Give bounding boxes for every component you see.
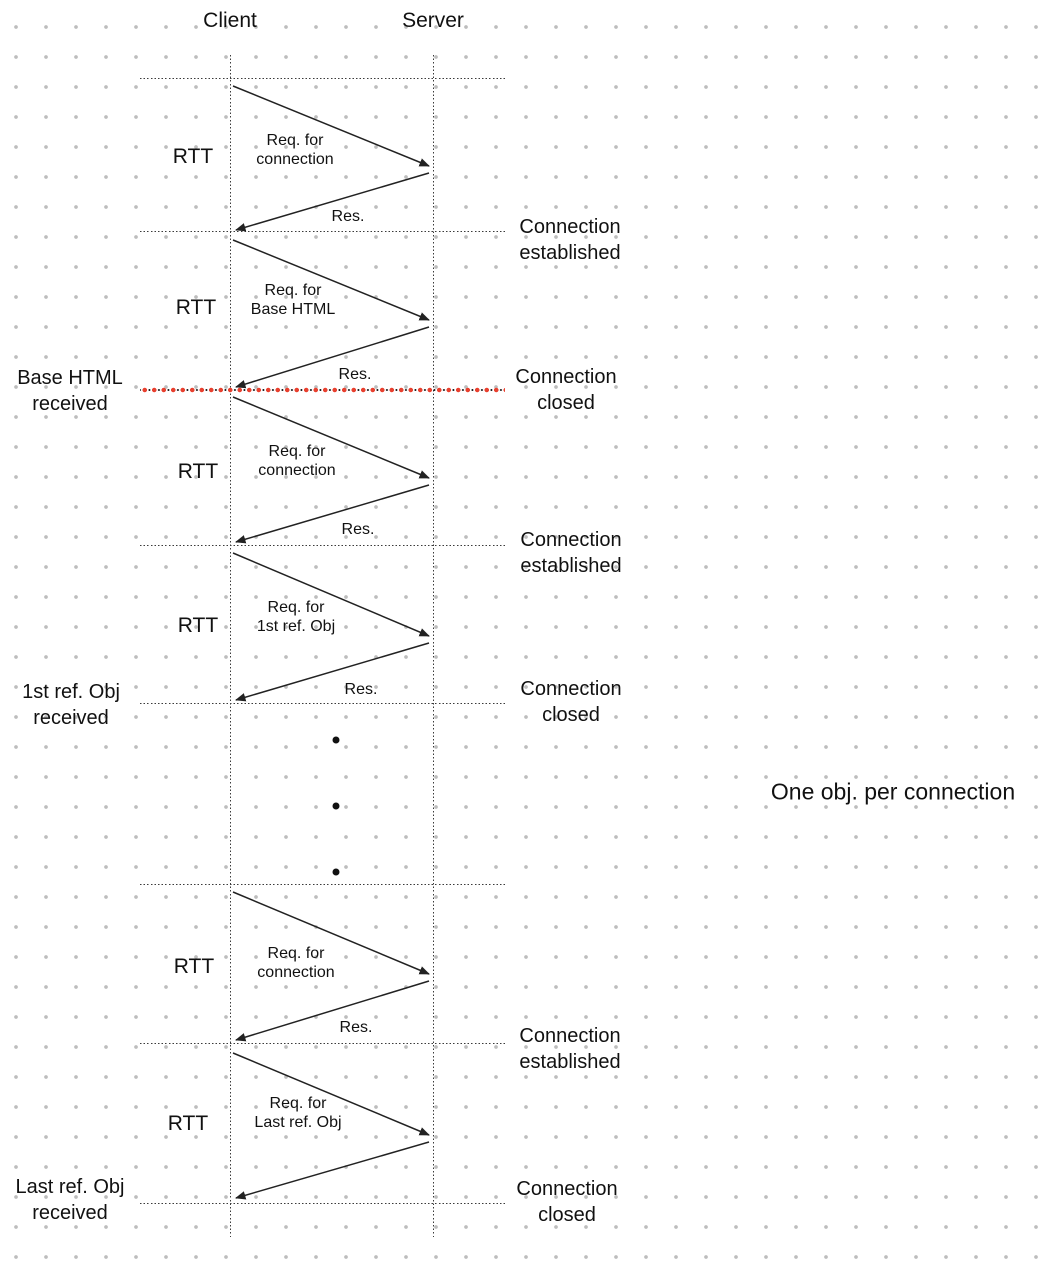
request-label-1: Req. for connection xyxy=(256,132,334,168)
request-arrow-6 xyxy=(232,1052,430,1136)
event-line-start xyxy=(140,78,505,79)
right-event-label-6: Connection closed xyxy=(516,1178,618,1226)
request-arrow-2 xyxy=(232,239,430,321)
response-label-1: Res. xyxy=(331,208,365,225)
right-event-label-2: Connection closed xyxy=(515,366,617,414)
response-label-2: Res. xyxy=(338,366,372,383)
rtt-label-5: RTT xyxy=(173,955,215,978)
event-line-conn1-closed-red xyxy=(140,387,505,393)
event-line-connN-established xyxy=(140,1043,505,1044)
ellipsis-dot-2 xyxy=(332,802,340,810)
response-arrow-4 xyxy=(235,642,430,702)
event-line-connN-closed xyxy=(140,1203,505,1204)
request-arrow-1 xyxy=(232,85,430,167)
event-line-conn2-closed xyxy=(140,703,505,704)
left-event-label-6: Last ref. Obj received xyxy=(15,1176,125,1224)
ellipsis-dot-3 xyxy=(332,868,340,876)
ellipsis-dot-1 xyxy=(332,736,340,744)
request-label-6: Req. for Last ref. Obj xyxy=(254,1095,342,1131)
request-arrow-3 xyxy=(232,396,430,479)
right-event-label-4: Connection closed xyxy=(520,678,622,726)
request-arrow-5 xyxy=(232,891,430,975)
rtt-label-3: RTT xyxy=(177,460,219,483)
client-lifeline xyxy=(230,55,231,1237)
rtt-label-2: RTT xyxy=(175,296,217,319)
response-label-5: Res. xyxy=(339,1019,373,1036)
left-event-label-2: Base HTML received xyxy=(17,367,123,415)
right-event-label-5: Connection established xyxy=(519,1025,621,1073)
response-label-3: Res. xyxy=(341,521,375,538)
rtt-label-4: RTT xyxy=(177,614,219,637)
right-event-label-1: Connection established xyxy=(519,216,621,264)
annotation-one-obj-per-connection: One obj. per connection xyxy=(770,778,1016,805)
request-label-2: Req. for Base HTML xyxy=(250,282,336,318)
left-event-label-4: 1st ref. Obj received xyxy=(22,681,120,729)
event-line-ellipsis-end xyxy=(140,884,505,885)
request-label-5: Req. for connection xyxy=(257,945,335,981)
response-arrow-1 xyxy=(235,172,430,232)
request-label-3: Req. for connection xyxy=(258,443,336,479)
response-arrow-2 xyxy=(235,326,430,389)
rtt-label-6: RTT xyxy=(167,1112,209,1135)
response-arrow-6 xyxy=(235,1141,430,1200)
rtt-label-1: RTT xyxy=(172,145,214,168)
client-header: Client xyxy=(203,9,257,32)
event-line-conn1-established xyxy=(140,231,505,232)
request-label-4: Req. for 1st ref. Obj xyxy=(256,599,336,635)
response-arrow-5 xyxy=(235,980,430,1042)
server-header: Server xyxy=(402,9,464,32)
response-arrow-3 xyxy=(235,484,430,544)
right-event-label-3: Connection established xyxy=(520,529,622,577)
server-lifeline xyxy=(433,55,434,1237)
event-line-conn2-established xyxy=(140,545,505,546)
request-arrow-4 xyxy=(232,552,430,637)
response-label-4: Res. xyxy=(344,681,378,698)
